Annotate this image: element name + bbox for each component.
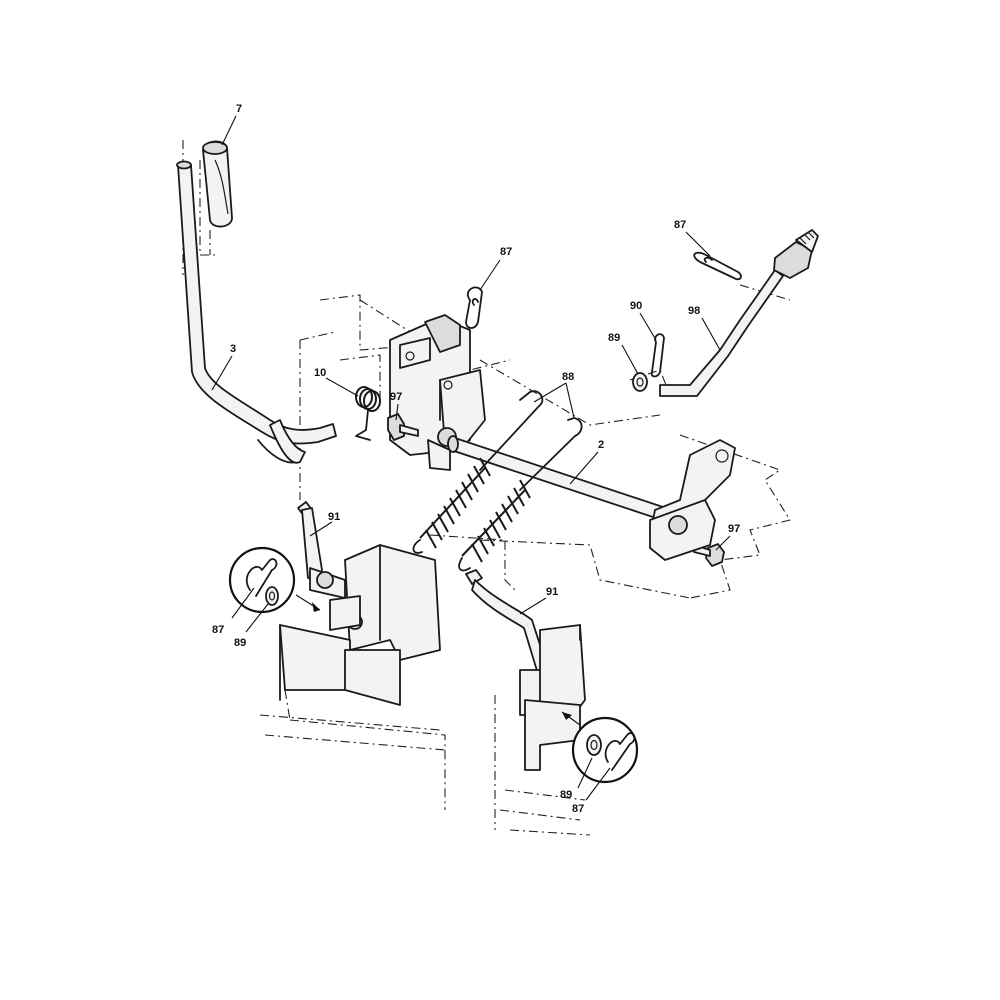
callout-89-bottom-detail: 89 (560, 789, 572, 801)
part-10-torsion-spring (355, 386, 381, 441)
callout-89-right: 89 (608, 332, 620, 344)
callout-10: 10 (314, 367, 326, 379)
callout-2: 2 (598, 439, 604, 451)
part-97-bolt-left (387, 413, 419, 441)
part-89-washer-right (632, 372, 648, 392)
callout-98: 98 (688, 305, 700, 317)
part-87-hairpin-clip-top (465, 286, 483, 329)
right-shaft-arm (649, 439, 736, 561)
spring-left (412, 457, 491, 554)
part-87-hairpin-clip-right (693, 251, 742, 281)
callout-87-bottom-detail: 87 (572, 803, 584, 815)
part-3-lift-lever (176, 160, 337, 464)
center-mounting-bracket (389, 314, 486, 471)
callout-91-right: 91 (546, 586, 558, 598)
part-91-lift-link-left (297, 501, 346, 599)
part-7-handle-grip (202, 140, 233, 228)
callout-3: 3 (230, 343, 236, 355)
part-97-bolt-right (693, 543, 725, 567)
detail-bubble-bottom (561, 711, 639, 784)
callout-88: 88 (562, 371, 574, 383)
callout-labels: 7 3 87 10 97 88 2 87 90 89 98 91 87 89 9… (212, 103, 740, 815)
callout-87-top: 87 (500, 246, 512, 258)
part-90-clip (650, 333, 665, 378)
spring-right (458, 479, 531, 572)
callout-7: 7 (236, 103, 242, 115)
left-deck-hanger-bracket (279, 544, 441, 706)
callout-97-left: 97 (390, 391, 402, 403)
callout-87-left-detail: 87 (212, 624, 224, 636)
callout-90: 90 (630, 300, 642, 312)
callout-97-right: 97 (728, 523, 740, 535)
callout-leaders (211, 115, 731, 801)
alignment-lines (182, 140, 801, 836)
part-88-extension-springs (412, 390, 583, 572)
callout-91-left: 91 (328, 511, 340, 523)
callout-89-left-detail: 89 (234, 637, 246, 649)
callout-87-right: 87 (674, 219, 686, 231)
part-98-adjustment-rod (659, 229, 819, 397)
